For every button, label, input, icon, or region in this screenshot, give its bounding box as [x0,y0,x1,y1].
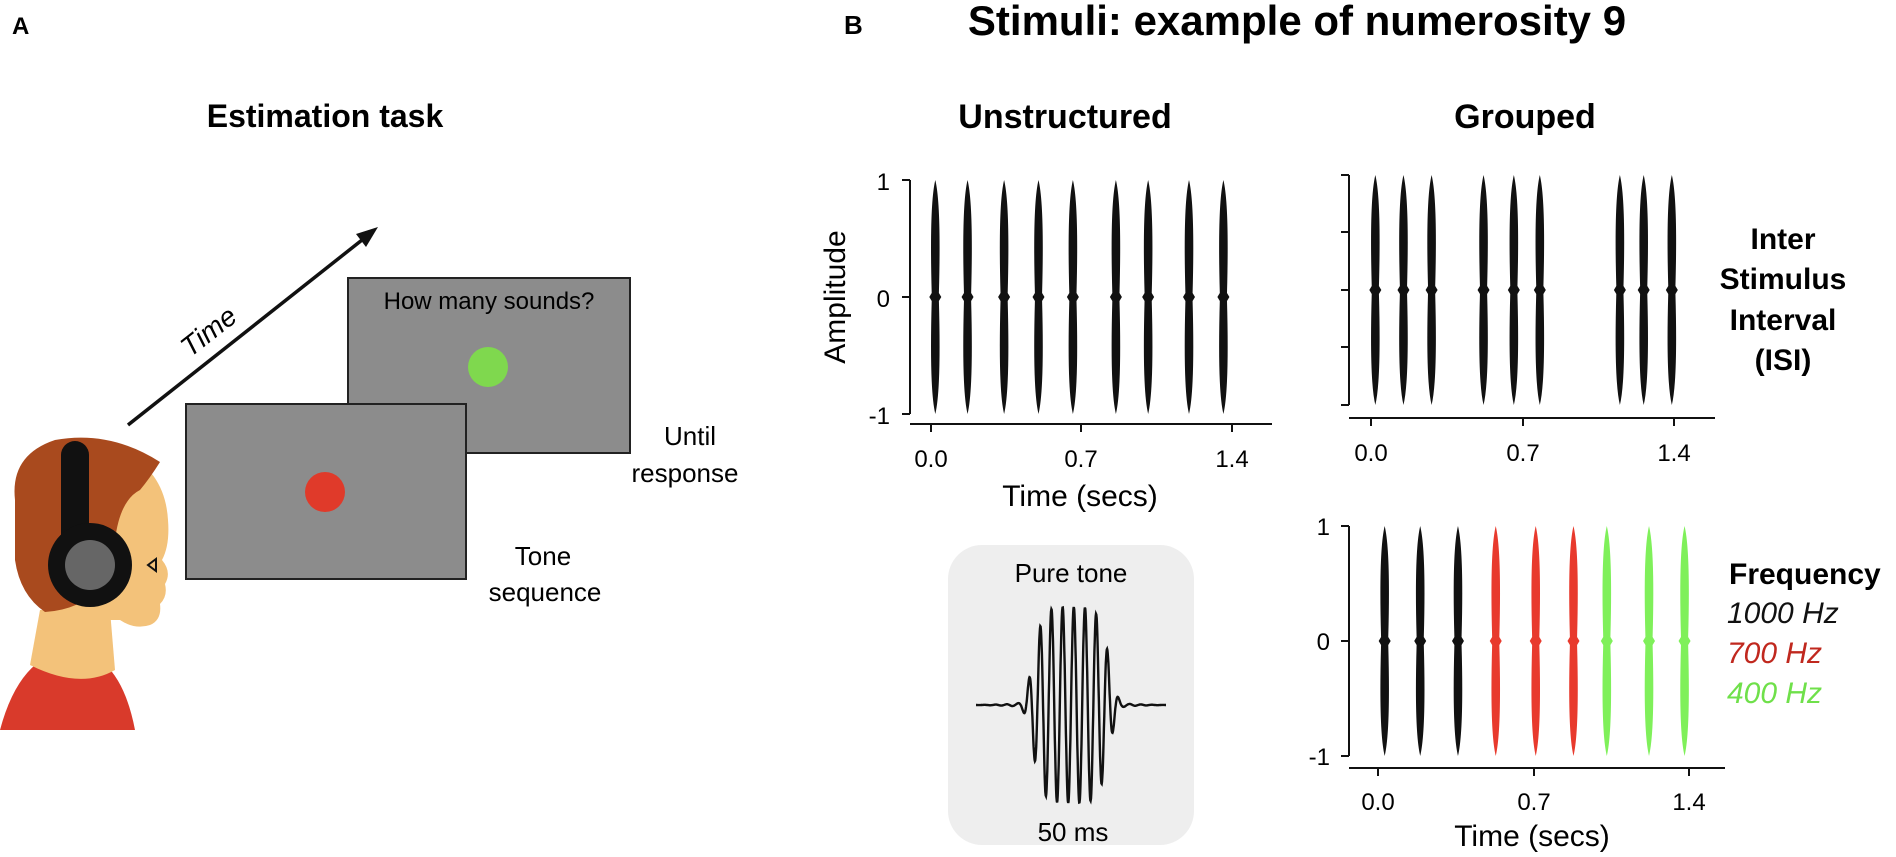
tone-sequence-line1: Tone [515,541,571,571]
tone-burst [1183,180,1195,414]
panel-a-letter: A [12,13,29,40]
tone-burst [1397,175,1410,405]
tone-burst [1109,180,1122,414]
x-tick-label: 1.4 [1215,446,1248,473]
tone-burst [1637,175,1650,405]
grouped-chart: 0.0 0.7 1.4 [1341,174,1715,467]
tone-burst [1477,175,1490,405]
tone-burst [1507,175,1520,405]
legend-entry-400: 400 Hz [1727,677,1822,710]
tone-burst [1451,526,1464,756]
y-tick-label: 1 [877,169,890,196]
tone-series-grouped [1369,175,1678,405]
tone-series-frequency [1378,526,1691,756]
x-ticks [1377,768,1690,776]
pure-tone-inset: Pure tone 50 ms [948,545,1194,847]
y-ticks [902,179,910,415]
until-response-line1: Until [664,421,716,451]
panel-b-letter: B [844,10,863,40]
x-axis-label: Time (secs) [1002,480,1158,513]
tone-burst [1533,175,1546,405]
x-tick-label: 0.0 [1354,440,1387,467]
time-label: Time [175,300,243,363]
time-arrow [126,227,378,427]
eye [146,557,157,573]
until-response-line2: response [632,458,739,488]
svg-text:(ISI): (ISI) [1755,344,1812,377]
grouped-title: Grouped [1454,98,1596,136]
y-axis-label: Amplitude [819,230,852,363]
panel-b-title: Stimuli: example of numerosity 9 [968,0,1626,44]
tone-burst [1032,180,1045,414]
y-tick-label: 0 [877,286,890,313]
red-dot [305,472,345,512]
x-ticks [930,424,1233,432]
tone-burst [1567,526,1580,756]
svg-text:Interval: Interval [1730,304,1837,337]
tone-burst [1529,526,1542,756]
x-tick-label: 1.4 [1657,440,1690,467]
tone-burst [998,180,1011,414]
x-tick-label: 0.0 [914,446,947,473]
x-tick-label: 1.4 [1672,789,1705,816]
green-dot [468,347,508,387]
panel-a-title: Estimation task [207,98,444,134]
neck-skin [30,610,115,679]
tone-burst [1414,526,1427,756]
ear-cup-center [65,540,115,590]
tone-burst [1643,526,1656,756]
y-tick-label: -1 [869,403,890,430]
y-ticks [1341,174,1349,406]
tone-burst [1217,180,1230,414]
tone-burst [1678,526,1691,756]
tone-burst [1369,175,1382,405]
svg-text:Inter: Inter [1750,223,1815,256]
tone-series-unstructured [929,180,1230,414]
y-tick-label: -1 [1309,744,1330,771]
y-tick-label: 1 [1317,514,1330,541]
tone-burst [1066,180,1079,414]
tone-burst [1613,175,1626,405]
tone-burst [1600,526,1613,756]
tone-burst [1665,175,1678,405]
frequency-title: Frequency [1729,558,1881,591]
pure-tone-waveform [976,605,1166,805]
x-ticks [1370,418,1675,426]
unstructured-chart: 1 0 -1 0.0 0.7 1.4 Time (secs) Amplitude [819,169,1272,513]
tone-burst [929,180,942,414]
frequency-legend: Frequency 1000 Hz 700 Hz 400 Hz [1727,558,1881,710]
x-tick-label: 0.7 [1506,440,1539,467]
unstructured-title: Unstructured [958,98,1171,136]
isi-label: Inter Stimulus Interval (ISI) [1720,223,1847,377]
pure-tone-duration: 50 ms [1038,817,1109,847]
svg-text:Stimulus: Stimulus [1720,263,1847,296]
legend-entry-700: 700 Hz [1727,637,1822,670]
tone-burst [1142,180,1155,414]
tone-burst [961,180,974,414]
tone-burst [1489,526,1502,756]
back-screen-question: How many sounds? [384,288,595,315]
legend-entry-1000: 1000 Hz [1727,597,1839,630]
y-ticks [1341,525,1349,757]
tone-sequence-line2: sequence [489,577,602,607]
x-tick-label: 0.0 [1361,789,1394,816]
y-tick-label: 0 [1317,629,1330,656]
tone-burst [1378,526,1391,756]
pure-tone-title: Pure tone [1015,558,1128,588]
tone-burst [1425,175,1438,405]
x-tick-label: 0.7 [1517,789,1550,816]
x-tick-label: 0.7 [1064,446,1097,473]
listener-illustration [0,437,169,730]
frequency-chart: 1 0 -1 0.0 0.7 1.4 Time (secs) [1309,514,1725,853]
x-axis-label: Time (secs) [1454,820,1610,853]
